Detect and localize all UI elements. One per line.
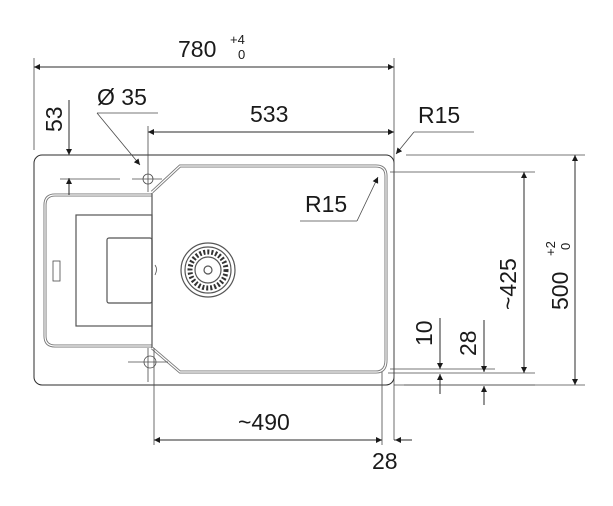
tap-hole-marker-top xyxy=(132,126,162,192)
dim-28v-value: 28 xyxy=(455,330,481,356)
dim-780-value: 780 xyxy=(178,36,216,62)
dim-10-value: 10 xyxy=(411,320,437,346)
dim-500-tol-minus: 0 xyxy=(558,243,573,250)
dim-offset-10: 10 xyxy=(390,318,495,394)
drain-strainer-icon xyxy=(180,242,236,298)
dim-780-tol-minus: 0 xyxy=(238,47,245,62)
bowl xyxy=(150,164,388,374)
tap-hole-marker-bottom xyxy=(128,348,168,445)
dim-offset-28-horizontal: 28 xyxy=(372,437,412,474)
dim-425-value: ~425 xyxy=(495,258,521,310)
dim-500-tol-plus: +2 xyxy=(543,241,558,256)
dim-bottom-width: ~490 xyxy=(154,372,383,445)
dim-radius-outer: R15 xyxy=(395,102,474,155)
dim-bowl-depth: ~425 xyxy=(388,171,535,374)
dim-tap-offset: 53 xyxy=(41,100,120,195)
dim-490-value: ~490 xyxy=(238,409,290,435)
dim-overall-width: 780 +4 0 xyxy=(33,32,395,440)
dim-radius-bowl: R15 xyxy=(300,176,379,222)
dim-53-value: 53 xyxy=(41,106,67,132)
dim-overall-depth: 500 +2 0 xyxy=(394,154,585,386)
sink-outline xyxy=(33,154,395,386)
dim-r15-bowl-value: R15 xyxy=(305,191,347,217)
dim-offset-28-vertical: 28 xyxy=(404,320,535,405)
dim-bowl-width: 533 xyxy=(148,101,394,135)
drainer xyxy=(43,193,157,348)
dim-r15-outer-value: R15 xyxy=(418,102,460,128)
dim-533-value: 533 xyxy=(250,101,288,127)
dim-tap-hole-value: Ø 35 xyxy=(97,84,147,110)
dim-28h-value: 28 xyxy=(372,448,398,474)
dim-780-tol-plus: +4 xyxy=(230,32,245,47)
dim-tap-hole: Ø 35 xyxy=(96,84,158,166)
dim-500-value: 500 xyxy=(547,272,573,310)
